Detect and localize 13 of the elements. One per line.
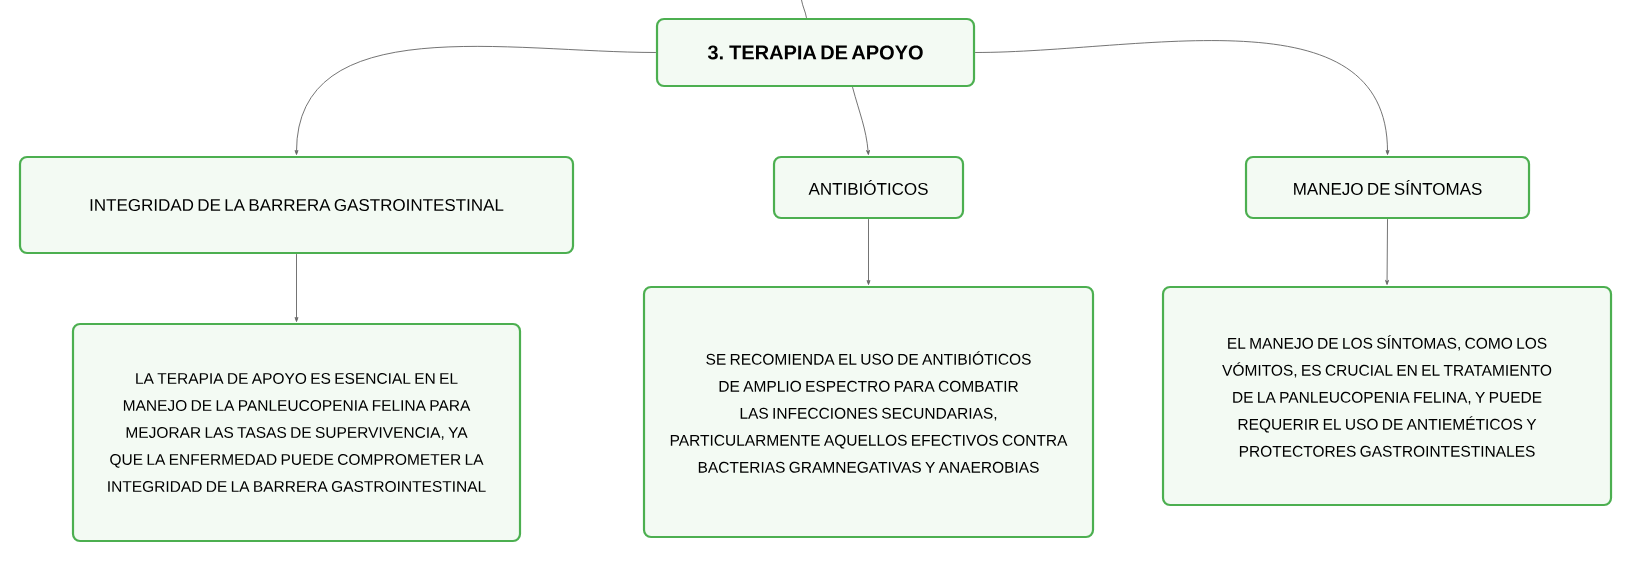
subtopic-box: INTEGRIDAD DE LA BARRERA GASTROINTESTINAL (18, 155, 575, 255)
subtopic-box: MANEJO DE SÍNTOMAS (1244, 155, 1531, 220)
main-topic-box: 3. TERAPIA DE APOYO (655, 17, 976, 88)
arrow (852, 86, 870, 155)
arrow (294, 46, 657, 155)
arrow (974, 40, 1390, 155)
description-box: SE RECOMIENDA EL USO DE ANTIBIÓTICOS DE AMPLIO ESPECTRO PARA COMBATIR LAS INFECCIONES SECUNDARIAS, PARTICULARMENTE AQUELLOS EFECTIVOS CONTRA BACTERIAS GRAMNEGATIVAS Y ANAEROBIAS (642, 285, 1095, 539)
arrow (1385, 218, 1389, 285)
description-box: EL MANEJO DE LOS SÍNTOMAS, COMO LOS VÓMITOS, ES CRUCIAL EN EL TRATAMIENTO DE LA PANLEUCOPENIA FELINA, Y PUEDE REQUERIR EL USO DE ANTIEMÉTICOS Y PROTECTORES GASTROINTESTINALES (1161, 285, 1613, 507)
description-box: LA TERAPIA DE APOYO ES ESENCIAL EN EL MANEJO DE LA PANLEUCOPENIA FELINA PARA MEJORAR LAS TASAS DE SUPERVIVENCIA, YA QUE LA ENFERMEDAD PUEDE COMPROMETER LA INTEGRIDAD DE LA BARRERA GASTROINTESTINAL (71, 322, 522, 543)
arrow (866, 218, 871, 285)
arrow (294, 253, 299, 322)
subtopic-box: ANTIBIÓTICOS (772, 155, 965, 220)
